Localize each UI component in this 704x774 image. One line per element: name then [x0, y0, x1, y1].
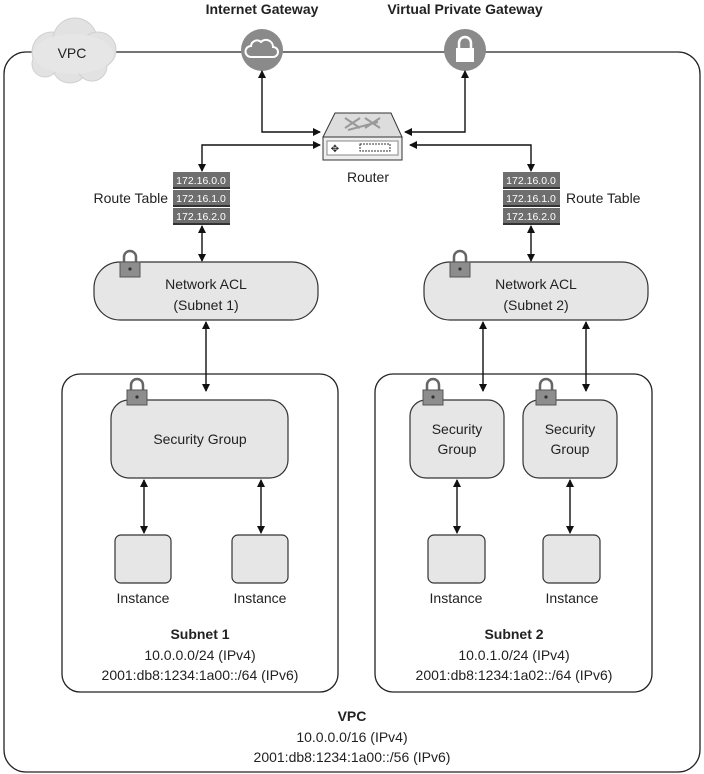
subnet-2-ipv4: 10.0.1.0/24 (IPv4): [458, 647, 569, 663]
vpc-cloud-label: VPC: [58, 45, 87, 61]
router-icon[interactable]: ✥: [322, 112, 403, 161]
vpc-cloud-icon: VPC: [31, 17, 117, 84]
instance-label: Instance: [117, 590, 170, 606]
network-acl-2[interactable]: Network ACL (Subnet 2): [423, 261, 649, 321]
vpg-router-arrow: [404, 70, 469, 136]
instance-label: Instance: [546, 590, 599, 606]
router-label: Router: [347, 169, 389, 185]
security-group-label: Security: [432, 421, 483, 437]
instance-box[interactable]: [114, 534, 172, 584]
router-routetable1-arrow: [198, 141, 321, 172]
instance-label: Instance: [430, 590, 483, 606]
instance-box[interactable]: [542, 534, 601, 584]
security-group-label: Group: [438, 441, 477, 457]
route-entry: 172.16.1.0: [506, 193, 556, 205]
igw-router-arrow: [258, 70, 321, 136]
route-entry: 172.16.0.0: [176, 175, 226, 187]
security-group-label: Group: [551, 441, 590, 457]
route-entry: 172.16.1.0: [176, 193, 226, 205]
route-table-2-label: Route Table: [566, 190, 641, 206]
vpc-ipv4: 10.0.0.0/16 (IPv4): [296, 729, 407, 745]
route-table-1[interactable]: 172.16.0.0 172.16.1.0 172.16.2.0: [173, 172, 230, 225]
acl-subtitle: (Subnet 2): [503, 297, 568, 313]
security-group-label: Security: [545, 421, 596, 437]
route-table-1-label: Route Table: [94, 190, 169, 206]
internet-gateway[interactable]: [241, 29, 283, 71]
instance-box[interactable]: [231, 534, 289, 584]
virtual-private-gateway[interactable]: [444, 29, 486, 71]
svg-text:✥: ✥: [331, 144, 339, 155]
acl-title: Network ACL: [495, 276, 577, 292]
lock-icon: [456, 35, 474, 62]
cloud-icon: [244, 38, 279, 58]
subnet-2-ipv6: 2001:db8:1234:1a02::/64 (IPv6): [416, 667, 613, 683]
virtual-private-gateway-label: Virtual Private Gateway: [387, 1, 543, 17]
subnet-1-name: Subnet 1: [170, 626, 229, 642]
security-group-label: Security Group: [153, 431, 247, 447]
security-group-1[interactable]: Security Group: [110, 399, 289, 479]
route-table-2[interactable]: 172.16.0.0 172.16.1.0 172.16.2.0: [503, 172, 560, 225]
internet-gateway-label: Internet Gateway: [206, 1, 319, 17]
network-acl-1[interactable]: Network ACL (Subnet 1): [93, 261, 319, 321]
subnet-1-ipv6: 2001:db8:1234:1a00::/64 (IPv6): [102, 667, 299, 683]
security-group-2a[interactable]: Security Group: [409, 399, 505, 479]
route-entry: 172.16.0.0: [506, 175, 556, 187]
vpc-name: VPC: [338, 708, 367, 724]
instance-box[interactable]: [427, 534, 486, 584]
subnet-2-name: Subnet 2: [484, 626, 543, 642]
subnet-1-ipv4: 10.0.0.0/24 (IPv4): [144, 647, 255, 663]
route-entry: 172.16.2.0: [176, 211, 226, 223]
security-group-2b[interactable]: Security Group: [522, 399, 618, 479]
instance-label: Instance: [234, 590, 287, 606]
router-routetable2-arrow: [409, 141, 535, 172]
acl-title: Network ACL: [165, 276, 247, 292]
route-entry: 172.16.2.0: [506, 211, 556, 223]
acl-subtitle: (Subnet 1): [173, 297, 238, 313]
vpc-ipv6: 2001:db8:1234:1a00::/56 (IPv6): [254, 749, 451, 765]
